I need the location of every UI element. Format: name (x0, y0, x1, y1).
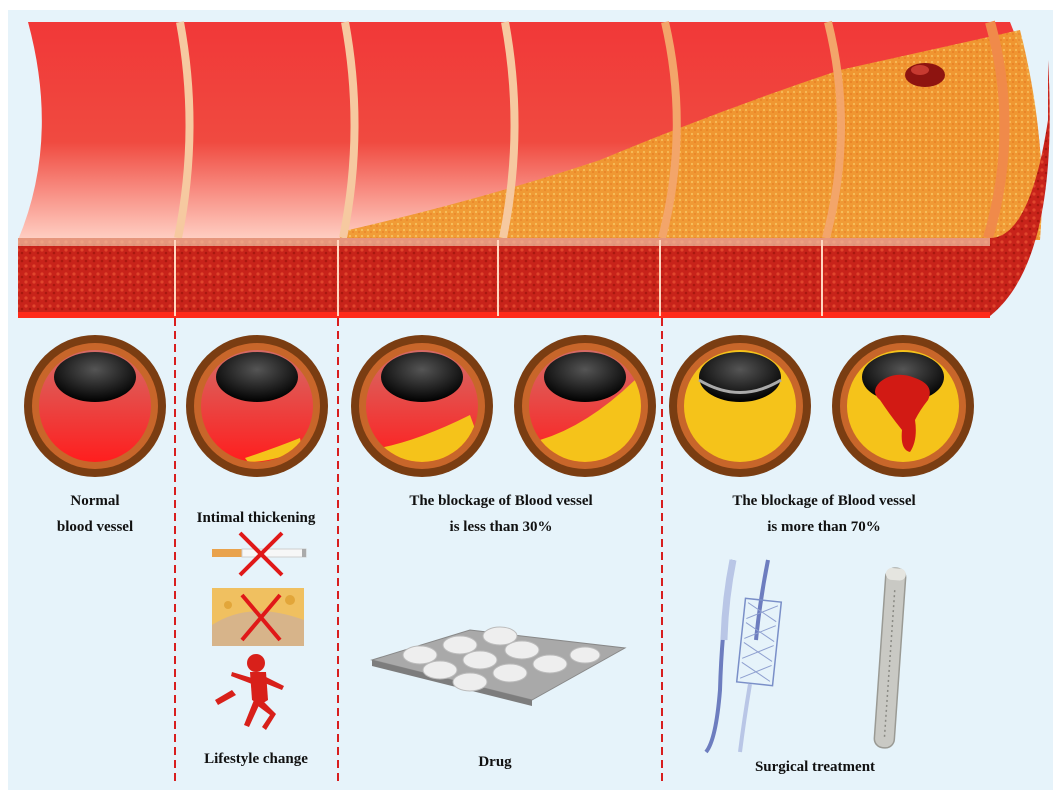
label-blockage-less-30-line1: The blockage of Blood vessel (340, 488, 662, 514)
label-blockage-more-70: The blockage of Blood vessel is more tha… (664, 488, 984, 540)
label-blockage-more-70-line2: is more than 70% (664, 514, 984, 540)
label-normal-line2: blood vessel (20, 514, 170, 540)
cross-section-thrombus (832, 335, 974, 477)
cheese-icon (212, 588, 304, 646)
label-blockage-more-70-line1: The blockage of Blood vessel (664, 488, 984, 514)
label-normal: Normal blood vessel (20, 488, 170, 540)
label-intimal-thickening: Intimal thickening (176, 505, 336, 531)
artery-cutaway (18, 22, 1050, 318)
label-normal-line1: Normal (20, 488, 170, 514)
label-surgical-treatment: Surgical treatment (700, 754, 930, 780)
label-drug: Drug (340, 749, 650, 775)
label-lifestyle-change: Lifestyle change (176, 746, 336, 772)
cross-section-severe-blockage (669, 335, 811, 477)
cross-section-intimal-thickening (186, 335, 328, 477)
label-blockage-less-30: The blockage of Blood vessel is less tha… (340, 488, 662, 540)
cross-section-moderate-blockage (514, 335, 656, 477)
cross-section-normal (24, 335, 166, 477)
label-blockage-less-30-line2: is less than 30% (340, 514, 662, 540)
cross-section-mild-blockage (351, 335, 493, 477)
